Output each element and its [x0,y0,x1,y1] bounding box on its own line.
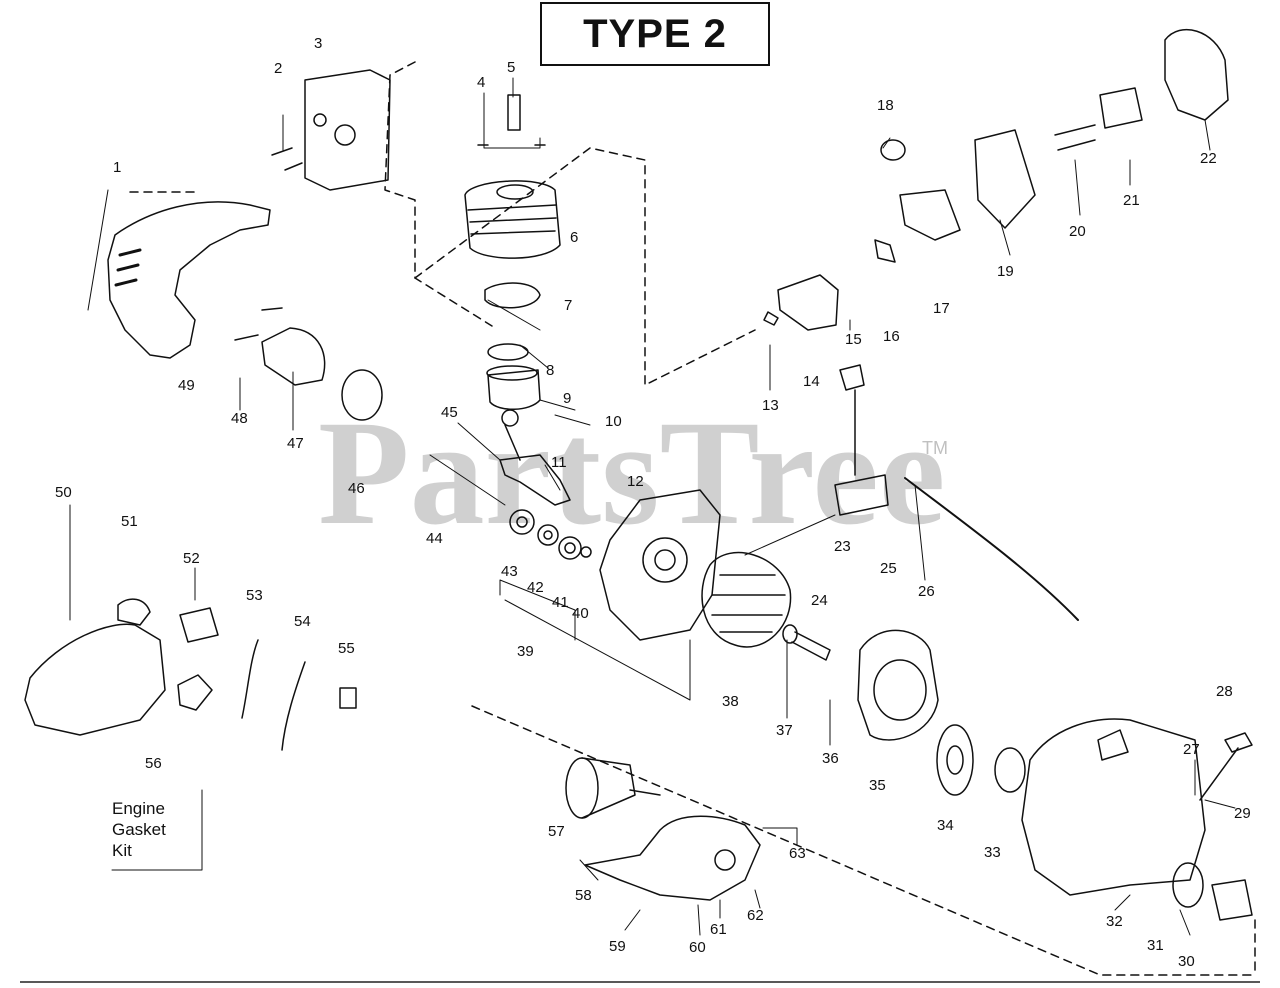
callout-60: 60 [689,939,706,956]
ignition-module [834,474,889,516]
callout-41: 41 [552,594,569,611]
callout-26: 26 [918,583,935,600]
intake-manifold [777,274,839,331]
callout-46: 46 [348,480,365,497]
callout-44: 44 [426,530,443,547]
callout-57: 57 [548,823,565,840]
leader-lines [69,77,1236,936]
type-title-box: TYPE 2 [540,2,770,66]
callout-15: 15 [845,331,862,348]
callout-47: 47 [287,435,304,452]
callout-28: 28 [1216,683,1233,700]
air-filter-housing [261,327,326,386]
air-filter-base [974,129,1036,229]
assembly-guide-lines [129,61,1256,976]
callout-20: 20 [1069,223,1086,240]
cylinder [464,180,561,259]
callout-18: 18 [877,97,894,114]
callout-50: 50 [55,484,72,501]
muffler-cover [304,69,391,191]
callout-52: 52 [183,550,200,567]
callout-49: 49 [178,377,195,394]
cylinder-gasket [484,282,541,309]
flywheel [701,551,792,648]
callout-10: 10 [605,413,622,430]
callout-13: 13 [762,397,779,414]
callout-54: 54 [294,613,311,630]
callout-11: 11 [551,454,567,471]
callout-40: 40 [572,605,589,622]
type-title: TYPE 2 [583,11,727,56]
callout-42: 42 [527,579,544,596]
crankshaft [499,454,571,506]
carburetor [899,189,961,241]
callout-34: 34 [937,817,954,834]
callout-38: 38 [722,693,739,710]
callout-27: 27 [1183,741,1200,758]
engine-gasket-kit-note: Engine Gasket Kit [112,798,166,861]
callout-51: 51 [121,513,138,530]
callout-30: 30 [1178,953,1195,970]
callout-56: 56 [145,755,162,772]
recoil-housing [857,629,939,741]
callout-59: 59 [609,938,626,955]
callout-29: 29 [1234,805,1251,822]
callout-55: 55 [338,640,355,657]
callout-8: 8 [546,362,554,379]
air-filter-cover [1164,29,1229,121]
callout-17: 17 [933,300,950,317]
watermark: PartsTree [318,390,946,556]
callout-1: 1 [113,159,121,176]
callout-9: 9 [563,390,571,407]
callout-31: 31 [1147,937,1164,954]
callout-labels: 1 2 3 4 5 6 7 8 9 10 11 12 13 14 15 16 1… [55,35,1251,970]
callout-24: 24 [811,592,828,609]
callout-39: 39 [517,643,534,660]
gear-housing [584,815,761,901]
callout-33: 33 [984,844,1001,861]
piston [487,369,541,410]
clutch [1211,879,1253,921]
callout-63: 63 [789,845,806,862]
callout-45: 45 [441,404,458,421]
kit-line-gasket: Gasket [112,820,166,839]
shroud-cover [107,201,271,359]
fuel-tank [24,623,166,736]
callout-7: 7 [564,297,572,314]
callout-48: 48 [231,410,248,427]
callout-36: 36 [822,750,839,767]
kit-line-kit: Kit [112,841,132,860]
callout-5: 5 [507,59,515,76]
watermark-trademark: TM [922,438,948,458]
callout-22: 22 [1200,150,1217,167]
crankcase [599,489,721,641]
callout-4: 4 [477,74,485,91]
kit-line-engine: Engine [112,799,165,818]
callout-19: 19 [997,263,1014,280]
callout-23: 23 [834,538,851,555]
callout-14: 14 [803,373,820,390]
callout-12: 12 [627,473,644,490]
callout-53: 53 [246,587,263,604]
callout-62: 62 [747,907,764,924]
callout-32: 32 [1106,913,1123,930]
callout-21: 21 [1123,192,1140,209]
callout-6: 6 [570,229,578,246]
callout-16: 16 [883,328,900,345]
callout-35: 35 [869,777,886,794]
callout-2: 2 [274,60,282,77]
callout-37: 37 [776,722,793,739]
callout-25: 25 [880,560,897,577]
callout-3: 3 [314,35,322,52]
callout-61: 61 [710,921,727,938]
fan-housing [1021,718,1206,896]
callout-58: 58 [575,887,592,904]
callout-43: 43 [501,563,518,580]
